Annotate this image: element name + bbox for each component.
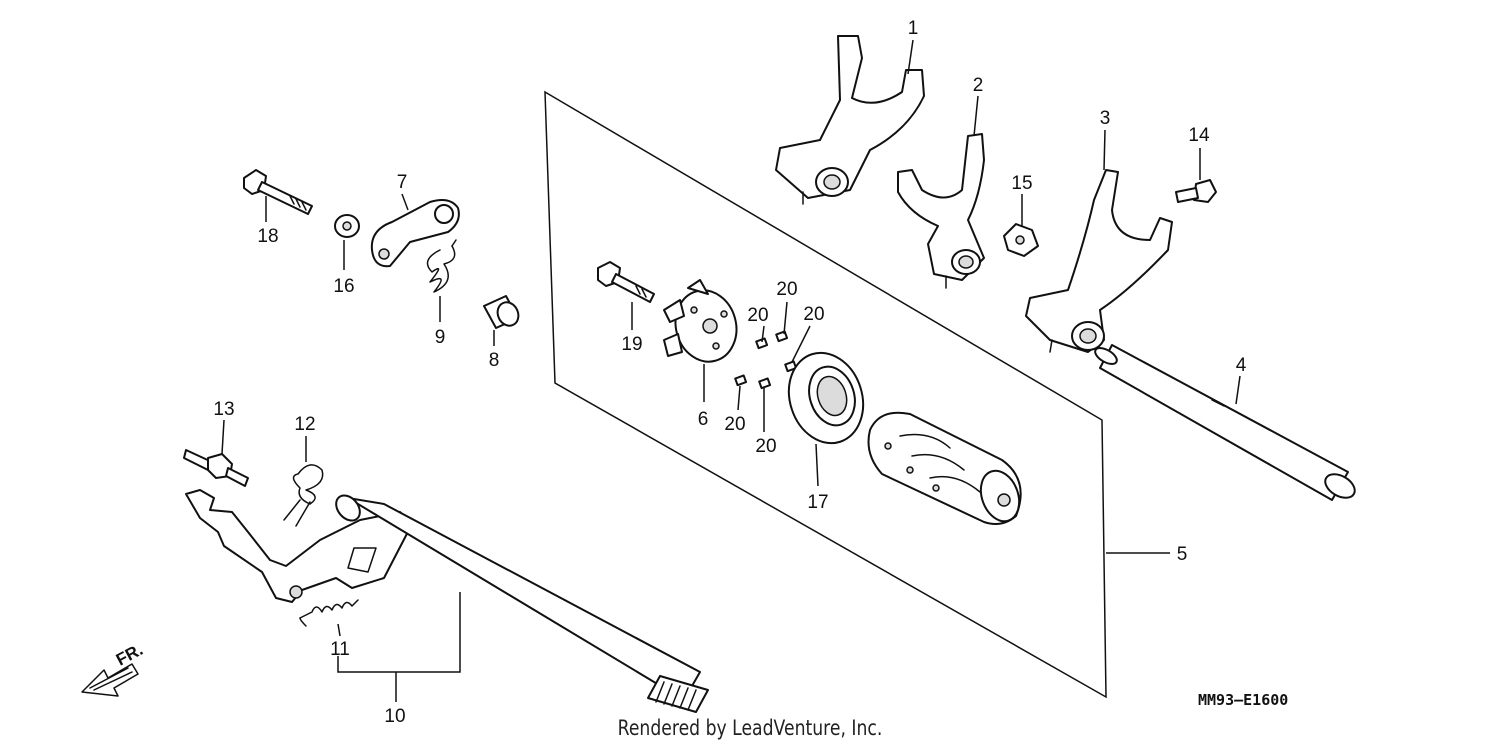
- front-direction-arrow: FR.: [81, 640, 146, 697]
- callout-14: 14: [1188, 125, 1210, 146]
- spring-11: [299, 599, 359, 627]
- callout-13: 13: [213, 399, 234, 420]
- callout-5: 5: [1177, 544, 1188, 565]
- shift-drum: [867, 411, 1022, 525]
- bolt-14: [1175, 179, 1217, 203]
- callout-20-b: 20: [747, 305, 768, 326]
- callout-7: 7: [397, 172, 408, 193]
- stopper-arm-7: [370, 199, 460, 268]
- callout-12: 12: [294, 414, 315, 435]
- bolt-13: [183, 449, 249, 487]
- spring-12: [283, 464, 324, 527]
- callout-4: 4: [1236, 355, 1247, 376]
- drum-assembly-box: [544, 90, 1107, 699]
- drum-center-6: [663, 279, 738, 363]
- callout-18: 18: [257, 226, 278, 247]
- callout-20-d: 20: [724, 414, 745, 435]
- leader-lines: [221, 39, 1241, 702]
- washer-16: [334, 214, 360, 238]
- render-credit: Rendered by LeadVenture, Inc.: [617, 716, 883, 740]
- fork-shaft: [1094, 344, 1356, 501]
- callout-8: 8: [489, 350, 500, 371]
- shift-fork-2: [897, 133, 985, 289]
- callout-20-a: 20: [776, 279, 797, 300]
- callout-2: 2: [973, 75, 984, 96]
- bolt-18: [243, 169, 313, 215]
- callout-16: 16: [333, 276, 354, 297]
- callout-20-e: 20: [755, 436, 776, 457]
- spring-9: [426, 239, 457, 293]
- bolt-19: [597, 261, 655, 303]
- shift-fork-1: [775, 35, 925, 205]
- callout-19: 19: [621, 334, 642, 355]
- callout-11: 11: [330, 639, 350, 660]
- callout-1: 1: [908, 18, 919, 39]
- callout-15: 15: [1011, 173, 1032, 194]
- collar-8: [483, 295, 520, 329]
- callout-9: 9: [435, 327, 446, 348]
- stopper-plate-15: [1003, 223, 1039, 257]
- callout-6: 6: [698, 409, 709, 430]
- gearshift-spindle-10: [185, 489, 709, 713]
- shift-fork-3: [1025, 169, 1173, 353]
- pins-20: [734, 330, 798, 390]
- front-direction-label: FR.: [113, 640, 146, 670]
- callout-20-c: 20: [803, 304, 824, 325]
- callout-3: 3: [1100, 108, 1111, 129]
- callout-17: 17: [807, 492, 828, 513]
- callout-10: 10: [384, 706, 405, 727]
- diagram-code: MM93–E1600: [1198, 691, 1288, 709]
- bearing-17: [787, 351, 865, 445]
